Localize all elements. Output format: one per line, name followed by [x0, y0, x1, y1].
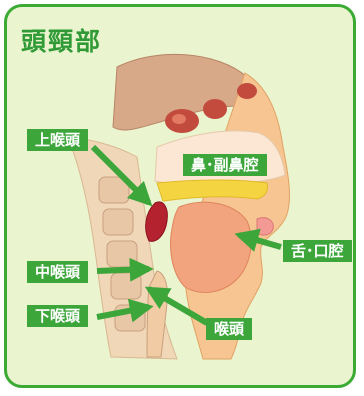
label-lower-pharynx: 下喉頭	[27, 305, 88, 327]
label-oral-cavity: 舌･口腔	[283, 240, 352, 262]
vertebra-2	[103, 209, 133, 235]
diagram-card: 頭頸部	[4, 4, 356, 388]
label-upper-pharynx: 上喉頭	[27, 129, 88, 151]
label-nasal-cavity: 鼻･副鼻腔	[183, 154, 267, 176]
sinus-2	[203, 99, 227, 119]
sinus-highlight	[172, 114, 186, 124]
vertebra-3	[107, 241, 137, 267]
head-neck-cross-section-illustration	[7, 7, 356, 388]
label-larynx: 喉頭	[206, 318, 252, 340]
vertebra-4	[111, 273, 141, 299]
sinus-3	[237, 83, 257, 99]
label-middle-pharynx: 中喉頭	[27, 261, 88, 283]
arrow-middle-pharynx	[97, 269, 149, 271]
lips	[257, 218, 273, 235]
upper-pharynx-region	[146, 202, 168, 241]
